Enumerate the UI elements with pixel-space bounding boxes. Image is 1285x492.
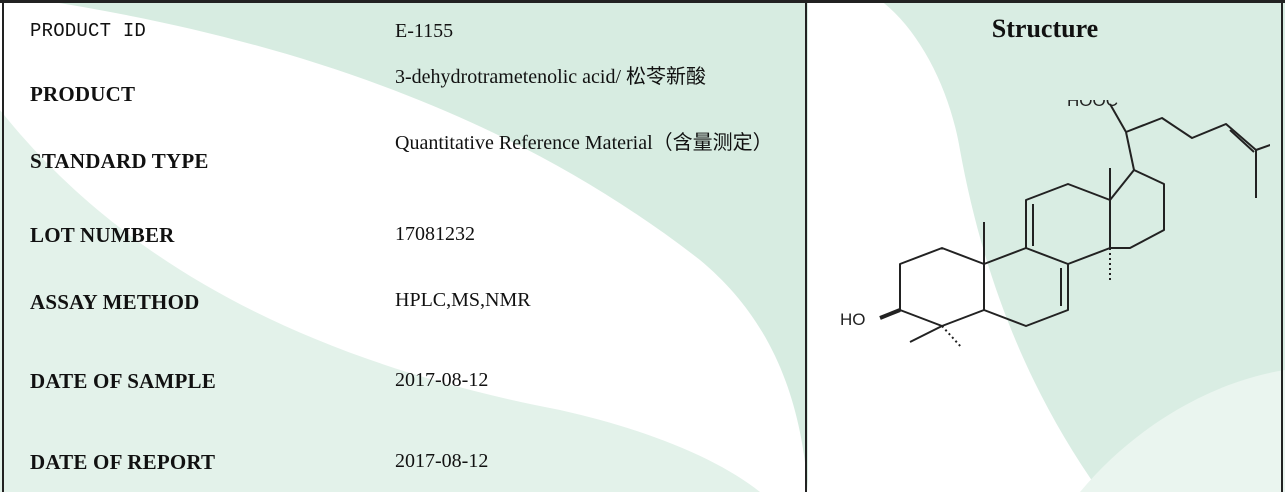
table-top-border [0,0,1285,3]
lot-number-value: 17081232 [395,223,475,245]
table-left-border [2,3,4,492]
oh-label: HO [840,310,866,329]
assay-method-label: ASSAY METHOD [30,290,200,314]
table-divider [805,3,807,492]
date-of-report-label: DATE OF REPORT [30,450,216,474]
standard-type-value: Quantitative Reference Material（含量测定） [395,132,773,154]
cooh-label: HOOC [1067,100,1118,110]
product-id-value: E-1155 [395,20,454,42]
product-id-label: PRODUCT ID [30,20,147,42]
assay-method-value: HPLC,MS,NMR [395,289,531,311]
table-right-border [1281,3,1283,492]
date-of-sample-value: 2017-08-12 [395,369,489,391]
date-of-sample-label: DATE OF SAMPLE [30,369,216,393]
product-value: 3-dehydrotrametenolic acid/ 松苓新酸 [395,66,707,88]
date-of-report-value: 2017-08-12 [395,450,489,472]
standard-type-label: STANDARD TYPE [30,149,209,173]
product-label: PRODUCT [30,82,136,106]
structure-title: Structure [991,14,1099,43]
lot-number-label: LOT NUMBER [30,223,175,247]
chemical-structure-diagram: HOOC HO [840,100,1270,349]
